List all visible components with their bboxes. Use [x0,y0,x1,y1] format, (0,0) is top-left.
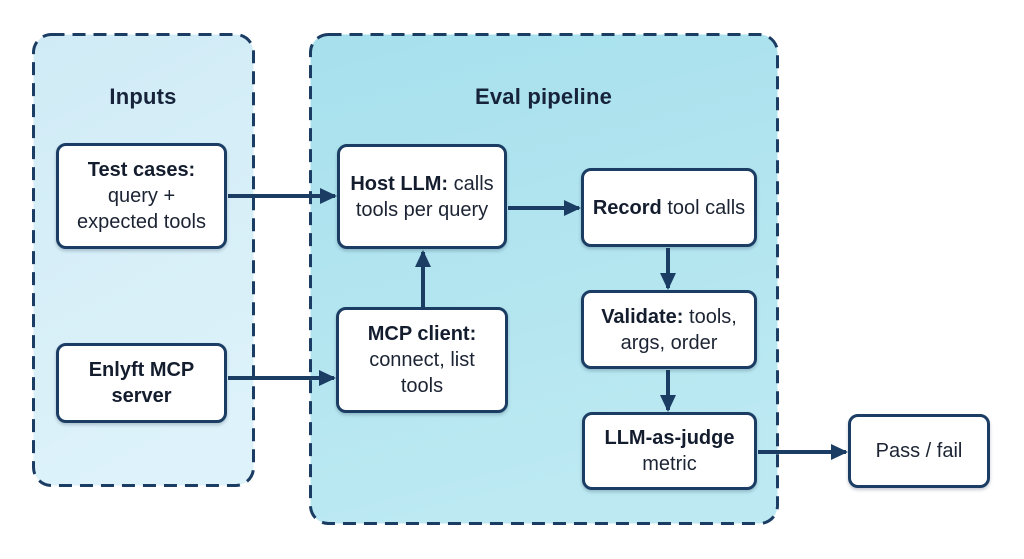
node-validate: Validate: tools, args, order [581,290,757,369]
node-enlyft-line: server [111,385,172,407]
eval-pipeline-group-title: Eval pipeline [474,84,613,109]
node-record-line: Record tool calls [592,196,746,219]
node-validate-line: Validate: tools, [601,305,737,328]
node-test-cases-line: query + [107,185,176,207]
node-judge-line: metric [642,453,697,475]
inputs-group-title: Inputs [109,84,177,109]
node-record-tool-calls: Record tool calls [581,168,757,247]
node-test-cases-line: Test cases: [87,159,196,181]
node-mcp-client-line: connect, list [369,349,475,371]
node-pass-fail: Pass / fail [848,414,990,488]
node-judge-line: LLM-as-judge [604,427,735,449]
node-llm-as-judge: LLM-as-judge metric [582,412,757,490]
node-validate-line: args, order [620,331,718,354]
node-mcp-client: MCP client: connect, list tools [336,307,508,413]
node-mcp-client-line: MCP client: [367,323,477,345]
node-mcp-client-line: tools [400,375,444,397]
node-host-llm: Host LLM: calls tools per query [337,144,507,249]
node-test-cases-line: expected tools [77,211,206,233]
node-pass-fail-line: Pass / fail [875,440,963,462]
node-enlyft-mcp-server: Enlyft MCP server [56,343,227,423]
node-host-llm-line: tools per query [355,198,489,221]
node-enlyft-line: Enlyft MCP [88,359,195,381]
node-test-cases: Test cases: query + expected tools [56,143,227,249]
node-host-llm-line: Host LLM: calls [350,172,494,195]
